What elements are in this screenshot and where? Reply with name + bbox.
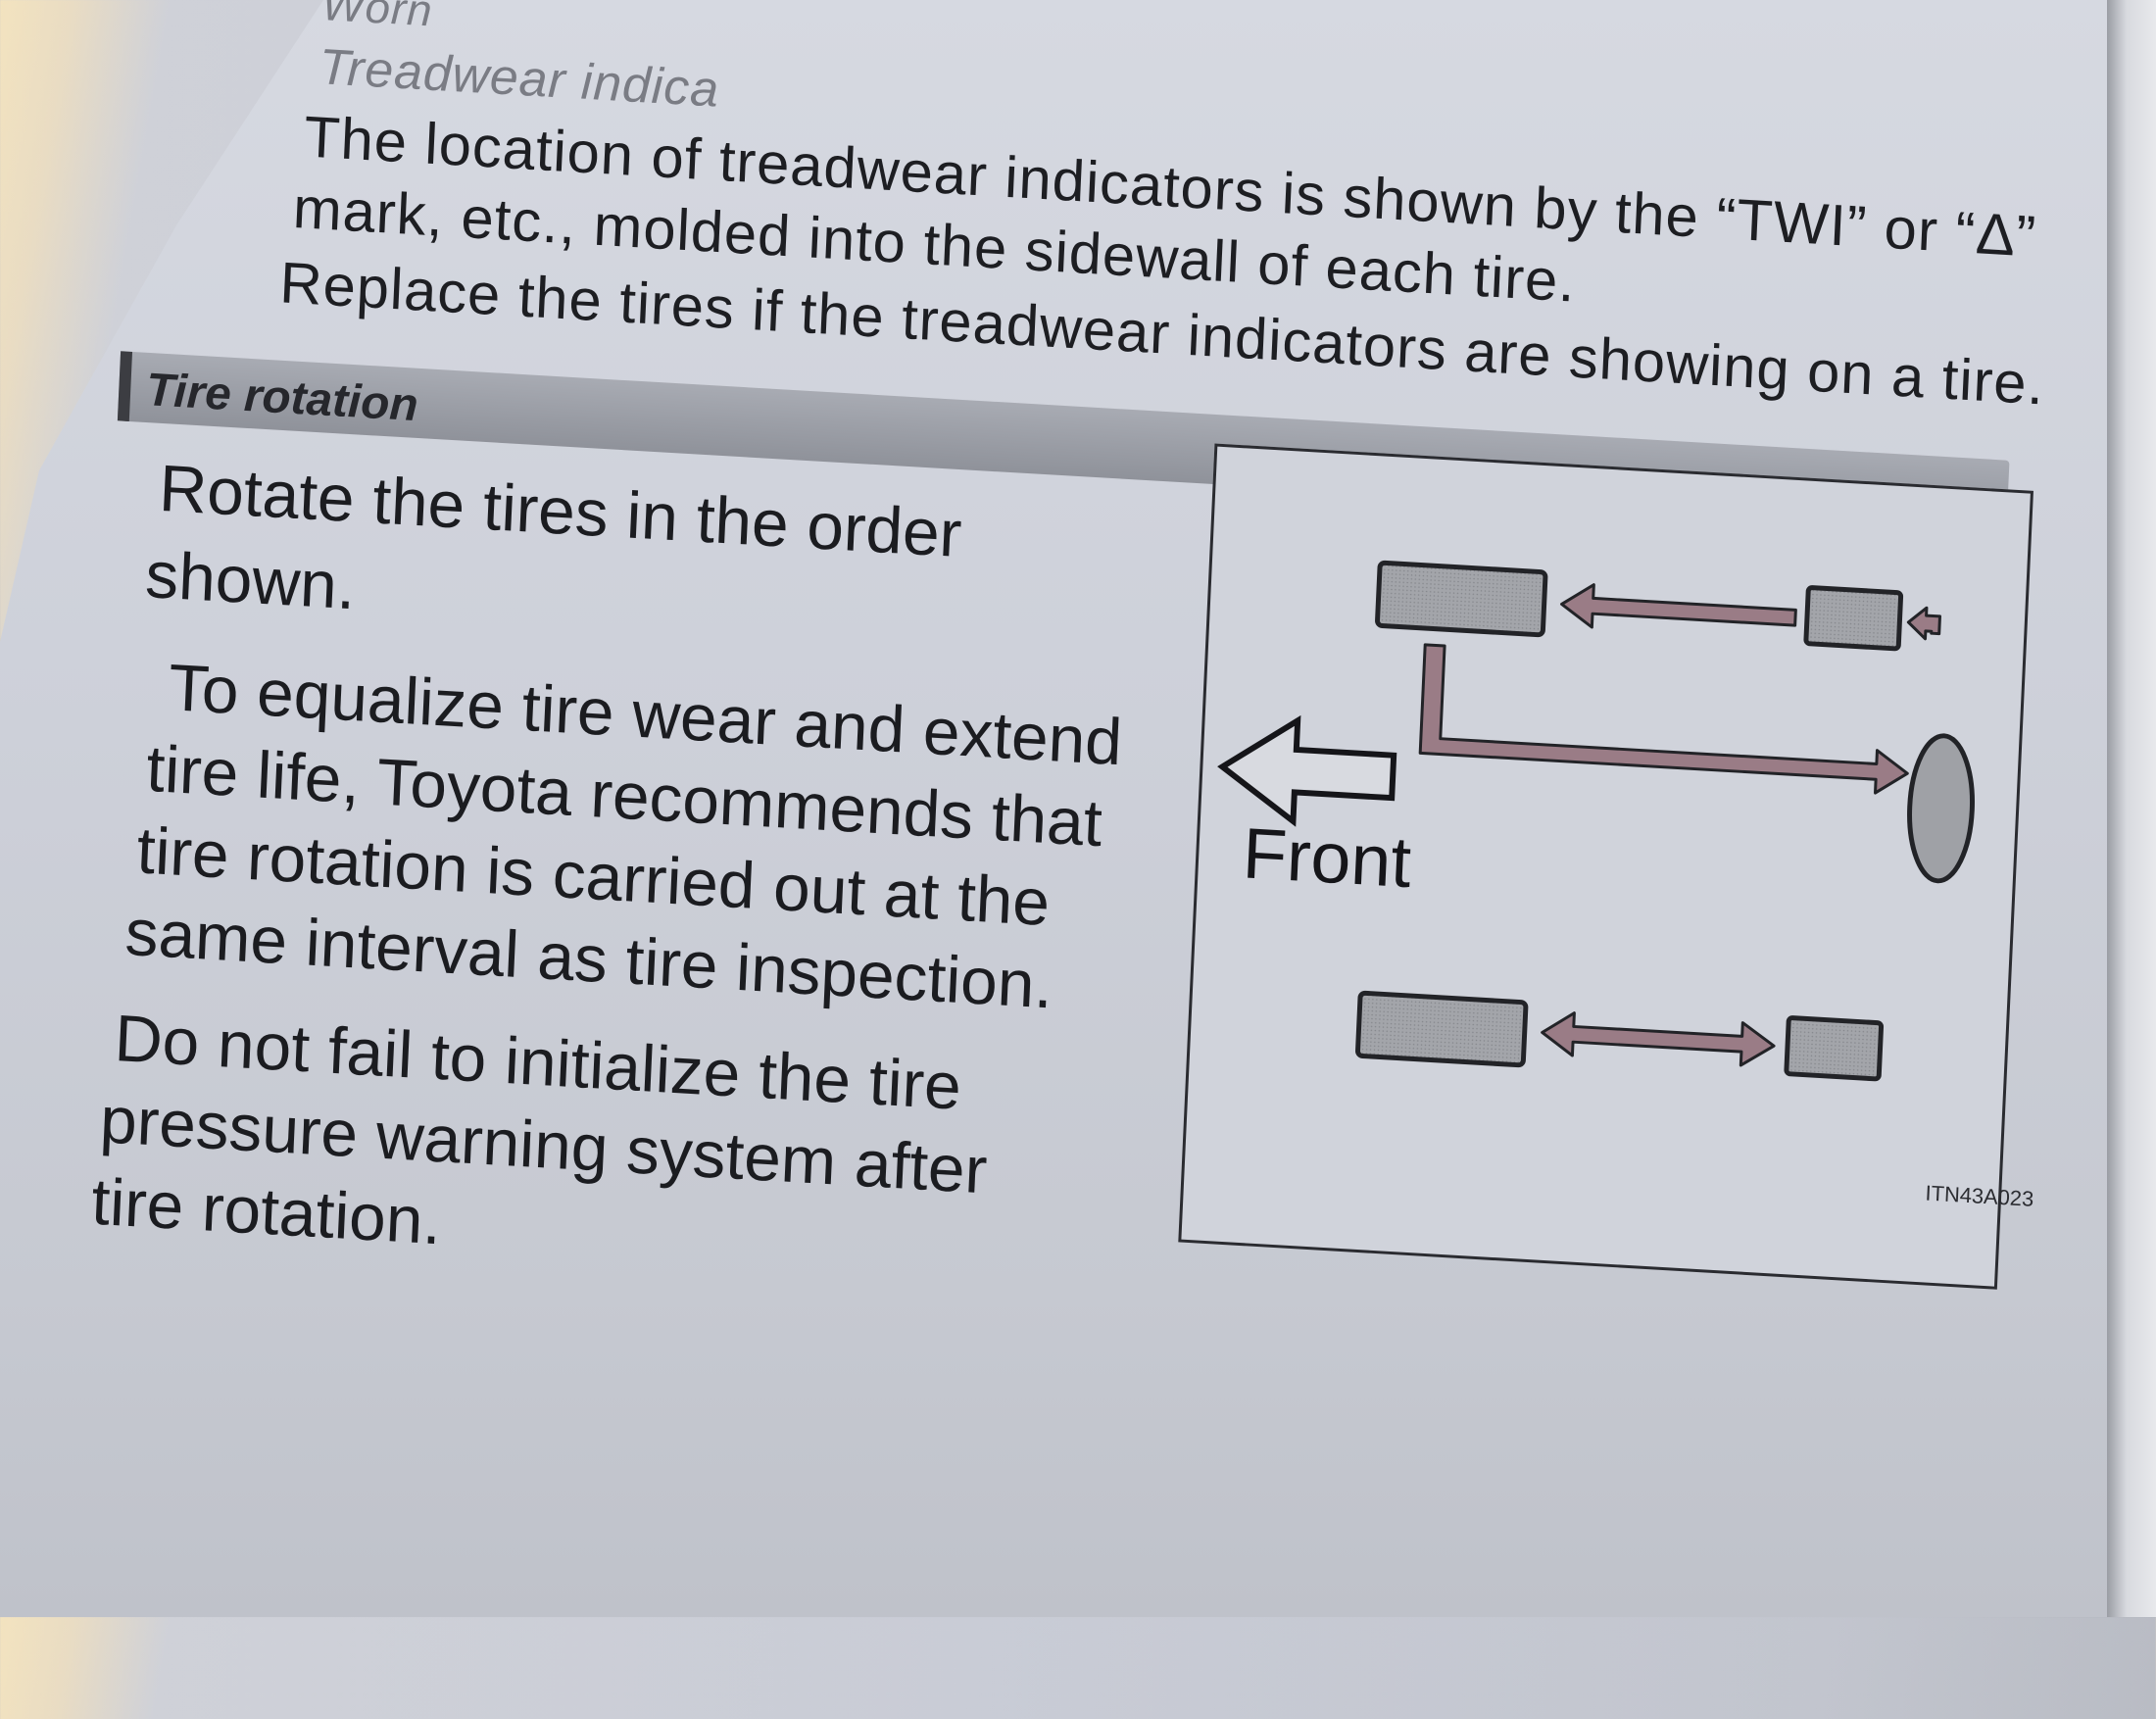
tire-front-right [1355,990,1529,1068]
page-edge [2107,0,2156,1617]
body-paragraph-1-line-2: shown. [143,537,358,624]
spare-tire [1907,733,1975,884]
arrow-rear-left-to-front-left [1560,583,1797,629]
arrow-front-left-to-spare [1418,643,1909,795]
body-paragraph-3-line-3: tire rotation. [89,1164,443,1259]
tire-rear-right [1784,1015,1885,1082]
arrow-spare-to-rear-left [1906,606,1941,641]
list-item-2-fragment: Worn [320,0,434,36]
tire-rotation-diagram: Front ITN43A023 [1178,443,2034,1290]
tire-front-left [1375,560,1548,638]
tire-rear-left [1803,585,1904,652]
front-label: Front [1241,812,1413,903]
rotation-diagram-graphic [1217,560,1975,1082]
front-direction-arrow [1217,714,1397,827]
arrow-front-right-rear-right [1541,1011,1776,1067]
